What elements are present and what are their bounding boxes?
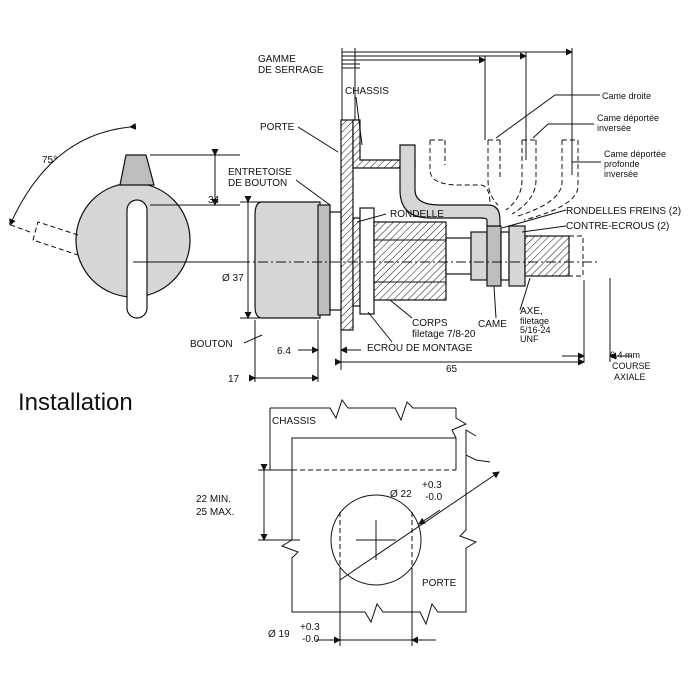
axle bbox=[445, 237, 472, 275]
label-rondelle: RONDELLE bbox=[390, 209, 444, 220]
cutout-labels: CHASSIS PORTE 22 MIN. 25 MAX. Ø 22 +0.3 … bbox=[196, 416, 457, 645]
spacer bbox=[317, 204, 331, 316]
label-bouton: BOUTON bbox=[190, 339, 233, 350]
label-axe-2: filetage bbox=[520, 316, 549, 326]
dim-min: 22 MIN. bbox=[196, 494, 231, 505]
label-came-inv-1: Came déportée bbox=[597, 113, 659, 123]
label-came: CAME bbox=[478, 319, 507, 330]
label-course-2: COURSE bbox=[612, 361, 651, 371]
diameter-leader bbox=[339, 471, 500, 581]
label-axe-3: 5/16-24 bbox=[520, 325, 551, 335]
dim-17: 17 bbox=[228, 374, 240, 385]
dim-37: Ø 37 bbox=[222, 273, 244, 284]
hole-circle bbox=[330, 494, 422, 586]
label-came-prof-3: inversée bbox=[604, 169, 638, 179]
label-corps-1: CORPS bbox=[412, 318, 448, 329]
door-outline bbox=[280, 454, 491, 626]
cutout-view bbox=[258, 398, 500, 646]
side-view-labels: GAMME DE SERRAGE CHASSIS PORTE ENTRETOIS… bbox=[190, 54, 681, 385]
label-course-3: AXIALE bbox=[614, 372, 646, 382]
knob-body bbox=[254, 201, 321, 319]
label-rondelles-freins: RONDELLES FREINS (2) bbox=[566, 206, 681, 217]
dim-65: 65 bbox=[446, 364, 458, 375]
straight-cam bbox=[399, 144, 501, 227]
dim-19-minus: -0.0 bbox=[302, 634, 320, 645]
dim-34: 34 bbox=[208, 195, 220, 206]
section-title: Installation bbox=[18, 389, 133, 416]
label-came-prof-2: profonde bbox=[604, 159, 640, 169]
label-came-inv-2: inversée bbox=[597, 123, 631, 133]
angle-arc bbox=[9, 122, 137, 226]
label-entretoise-1: ENTRETOISE bbox=[228, 167, 292, 178]
dim-6-4: 6.4 bbox=[277, 346, 291, 357]
door-plate bbox=[340, 119, 354, 331]
dim-22-minus: -0.0 bbox=[425, 492, 443, 503]
mounting-nut bbox=[359, 207, 375, 315]
cam-block bbox=[486, 225, 502, 287]
label-chassis-bottom: CHASSIS bbox=[272, 416, 316, 427]
label-porte: PORTE bbox=[260, 122, 295, 133]
label-contre-ecrous: CONTRE-ECROUS (2) bbox=[566, 221, 669, 232]
label-course-1: 6,4 mm bbox=[610, 350, 640, 360]
label-entretoise-2: DE BOUTON bbox=[228, 178, 287, 189]
label-ecrou: ECROU DE MONTAGE bbox=[367, 343, 473, 354]
dim-22-plus: +0.3 bbox=[422, 480, 442, 491]
lock-nuts bbox=[508, 225, 526, 287]
dim-19: Ø 19 bbox=[268, 629, 290, 640]
dim-22: Ø 22 bbox=[390, 489, 412, 500]
label-gamme-1: GAMME bbox=[258, 54, 296, 65]
label-porte-bottom: PORTE bbox=[422, 578, 457, 589]
label-came-prof-1: Came déportée bbox=[604, 149, 666, 159]
angle-label: 75° bbox=[42, 155, 57, 166]
threaded-body bbox=[373, 221, 447, 301]
knob-slot bbox=[126, 199, 148, 319]
label-gamme-2: DE SERRAGE bbox=[258, 65, 324, 76]
label-chassis: CHASSIS bbox=[345, 86, 389, 97]
dim-19-plus: +0.3 bbox=[300, 622, 320, 633]
label-axe-1: AXE, bbox=[520, 306, 543, 317]
chassis-outline bbox=[269, 408, 457, 471]
label-came-droite: Came droite bbox=[602, 91, 651, 101]
knob-lever bbox=[119, 154, 155, 186]
gamme-lines bbox=[341, 48, 573, 200]
dim-max: 25 MAX. bbox=[196, 507, 234, 518]
label-corps-2: filetage 7/8-20 bbox=[412, 329, 476, 340]
side-view-assembly bbox=[240, 48, 632, 382]
front-view-knob: 75° 34 bbox=[7, 122, 245, 319]
threaded-axle bbox=[524, 235, 570, 277]
rotated-lever-outline bbox=[32, 221, 79, 256]
label-axe-4: UNF bbox=[520, 334, 539, 344]
dashed-cams bbox=[429, 139, 579, 221]
leader-lines bbox=[243, 94, 601, 344]
